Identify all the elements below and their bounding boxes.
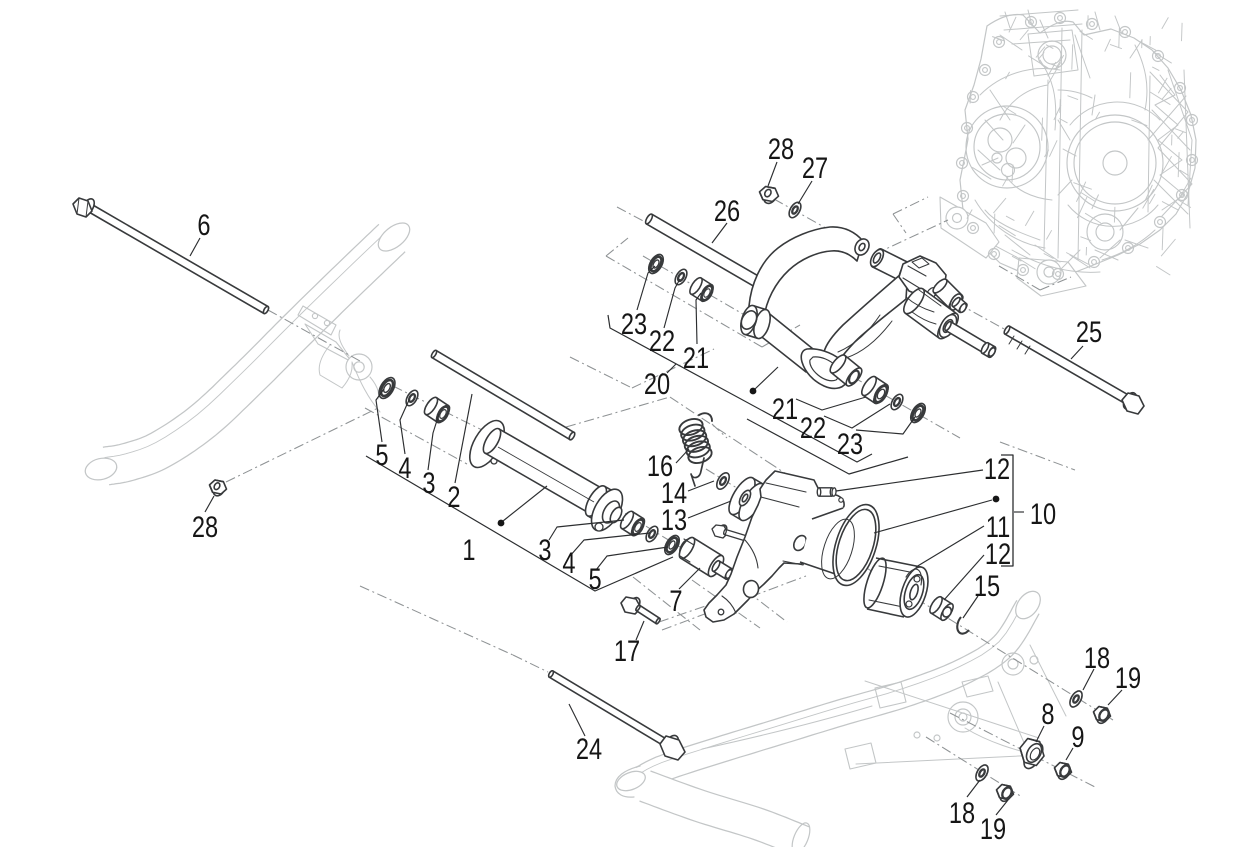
svg-text:19: 19 bbox=[980, 812, 1006, 845]
svg-text:23: 23 bbox=[837, 427, 863, 460]
svg-text:22: 22 bbox=[649, 324, 675, 357]
svg-text:3: 3 bbox=[538, 533, 551, 566]
svg-text:4: 4 bbox=[562, 546, 575, 579]
svg-text:11: 11 bbox=[986, 510, 1011, 543]
svg-text:19: 19 bbox=[1115, 661, 1141, 694]
svg-text:5: 5 bbox=[588, 562, 601, 595]
svg-text:21: 21 bbox=[683, 341, 709, 374]
svg-text:7: 7 bbox=[669, 584, 682, 617]
svg-text:20: 20 bbox=[644, 367, 670, 400]
svg-text:22: 22 bbox=[800, 411, 826, 444]
svg-text:25: 25 bbox=[1076, 315, 1102, 348]
svg-text:18: 18 bbox=[1084, 641, 1110, 674]
svg-text:24: 24 bbox=[576, 732, 602, 765]
svg-text:18: 18 bbox=[949, 796, 975, 829]
svg-text:28: 28 bbox=[192, 510, 218, 543]
svg-text:27: 27 bbox=[802, 151, 828, 184]
svg-text:4: 4 bbox=[398, 451, 411, 484]
svg-text:3: 3 bbox=[422, 466, 435, 499]
svg-text:2: 2 bbox=[447, 480, 460, 513]
svg-text:1: 1 bbox=[462, 533, 475, 566]
svg-text:12: 12 bbox=[985, 537, 1011, 570]
svg-text:10: 10 bbox=[1030, 497, 1056, 530]
svg-text:8: 8 bbox=[1041, 697, 1054, 730]
svg-text:12: 12 bbox=[984, 452, 1010, 485]
svg-text:5: 5 bbox=[375, 438, 388, 471]
svg-text:21: 21 bbox=[772, 392, 798, 425]
svg-text:15: 15 bbox=[974, 569, 1000, 602]
svg-text:17: 17 bbox=[614, 634, 640, 667]
svg-text:9: 9 bbox=[1071, 720, 1084, 753]
svg-text:13: 13 bbox=[661, 503, 687, 536]
svg-text:23: 23 bbox=[621, 307, 647, 340]
svg-text:6: 6 bbox=[197, 208, 210, 241]
svg-text:28: 28 bbox=[768, 132, 794, 165]
svg-text:14: 14 bbox=[661, 476, 687, 509]
svg-text:16: 16 bbox=[647, 449, 673, 482]
svg-text:26: 26 bbox=[714, 194, 740, 227]
